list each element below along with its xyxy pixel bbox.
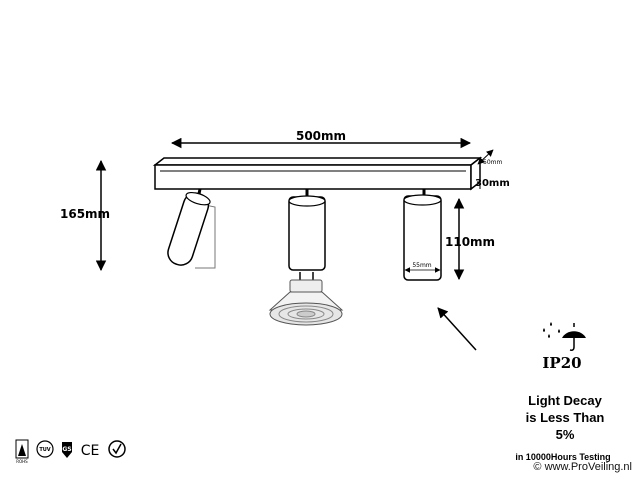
height-dimension: 165mm xyxy=(60,159,110,272)
height-label: 165mm xyxy=(60,207,110,221)
cert-label-ce: CE xyxy=(81,443,100,459)
tuv-icon: TUV xyxy=(36,440,54,458)
width-dimension: 500mm xyxy=(170,129,472,149)
ip-rating-label: IP20 xyxy=(542,354,581,372)
cert-label-rohs: ROHS xyxy=(16,459,28,464)
light-decay-info: Light Decay is Less Than 5% in 10000Hour… xyxy=(515,393,610,462)
c-tick-icon xyxy=(108,440,126,458)
depth-label: 50mm xyxy=(483,159,502,166)
certification-icons: ROHS TUV GS CE xyxy=(15,439,126,464)
spot-diameter-label: 55mm xyxy=(412,262,431,269)
gu10-bulb xyxy=(268,272,344,326)
width-label: 500mm xyxy=(296,129,346,143)
rain-umbrella-icon xyxy=(543,322,586,351)
cert-label-tuv: TUV xyxy=(39,447,50,453)
thickness-label: 30mm xyxy=(475,178,510,189)
light-decay-note: in 10000Hours Testing xyxy=(515,452,610,462)
rohs-icon: ROHS xyxy=(15,439,29,464)
spotlight-left xyxy=(167,188,216,269)
spotlight-middle xyxy=(288,189,326,271)
spotlight-right: 55mm xyxy=(403,189,442,281)
watermark-text[interactable]: © www.ProVeiling.nl xyxy=(533,461,632,473)
cert-label-gs: GS xyxy=(62,446,71,453)
depth-dimension: 50mm xyxy=(477,149,502,166)
ce-icon: CE xyxy=(81,443,100,459)
light-decay-line3: 5% xyxy=(556,427,575,442)
ceiling-rail xyxy=(152,156,483,191)
light-decay-line2: is Less Than xyxy=(526,410,605,425)
pointer-arrow xyxy=(437,307,477,351)
light-decay-line1: Light Decay xyxy=(528,393,602,408)
thickness-dimension: 30mm xyxy=(475,170,510,189)
gs-icon: GS xyxy=(62,442,72,458)
spot-length-label: 110mm xyxy=(445,235,495,249)
spot-length-dimension: 110mm xyxy=(445,197,495,281)
